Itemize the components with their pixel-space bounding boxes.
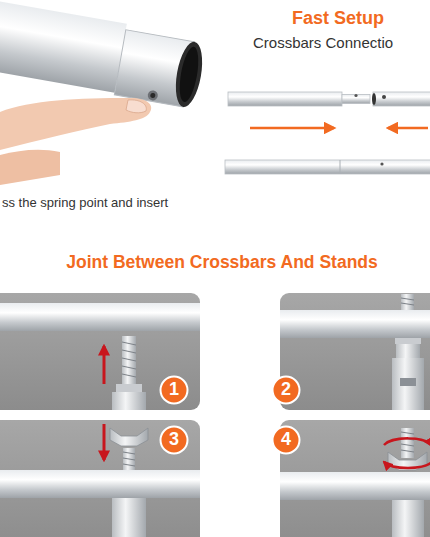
crossbar-tubes-part xyxy=(382,95,386,99)
callout-number: 2 xyxy=(271,375,301,400)
callout-number: 3 xyxy=(159,425,189,450)
crossbar-tubes-part xyxy=(228,92,342,106)
step-panel-part xyxy=(103,346,106,384)
step-panel-part xyxy=(112,498,146,537)
callout-number: 1 xyxy=(159,375,189,400)
step-panel-part xyxy=(122,342,136,377)
tube-photo-part xyxy=(176,45,201,103)
step-panel-part xyxy=(400,378,416,386)
step-panel-part xyxy=(392,500,424,537)
callout-circle: 1 xyxy=(159,375,189,405)
tube-photo-part xyxy=(147,90,159,102)
finger-part xyxy=(126,100,146,113)
step-panel-part xyxy=(103,424,106,460)
step-panel-part xyxy=(0,303,200,331)
step-panel-part xyxy=(112,392,146,410)
crossbar-tubes-part xyxy=(340,160,341,174)
crossbar-tubes-part xyxy=(354,94,357,97)
step-panel-part xyxy=(384,462,430,468)
step-panel xyxy=(280,420,430,537)
step-panel-part xyxy=(280,420,430,537)
crossbar-tubes-part xyxy=(342,95,370,104)
step-panel-part xyxy=(401,294,414,310)
step-panel-part xyxy=(280,472,430,500)
callout-circle: 2 xyxy=(271,375,301,405)
step-panel-part xyxy=(401,432,414,452)
step-panel xyxy=(0,293,200,410)
callout-circle: 3 xyxy=(159,425,189,455)
step-panel-part xyxy=(384,438,430,446)
step-panel-part xyxy=(0,293,200,410)
step-panel-part xyxy=(122,336,136,386)
crossbar-tubes-part xyxy=(225,160,430,174)
step-panel xyxy=(0,420,200,537)
step-panel-part xyxy=(401,298,414,305)
step-panel-part xyxy=(280,293,430,410)
crossbar-tubes-part xyxy=(388,127,428,130)
step-panel-part xyxy=(280,310,430,338)
callout-number: 4 xyxy=(271,425,301,450)
step-panel-part xyxy=(0,470,200,498)
finger-part xyxy=(0,98,151,150)
crossbar-tubes xyxy=(225,92,430,174)
tube-photo xyxy=(0,0,208,109)
step-panel-part xyxy=(110,428,148,446)
section-heading: Joint Between Crossbars And Stands xyxy=(66,252,378,272)
step-panel-part xyxy=(0,420,200,537)
step-panel-part xyxy=(401,428,414,458)
crossbar-tubes-part xyxy=(250,127,334,130)
tube-photo-part xyxy=(150,93,156,99)
step-panel-part xyxy=(123,448,135,470)
finger-part xyxy=(0,150,60,185)
crossbar-tubes-part xyxy=(380,162,383,165)
step-panel-part xyxy=(395,338,421,344)
crossbar-tubes-part xyxy=(373,92,430,106)
step-panel-part xyxy=(123,452,135,466)
crossbar-tubes-part xyxy=(372,93,376,105)
tube-photo-part xyxy=(0,0,127,93)
section-heading: Fast Setup xyxy=(292,8,384,29)
callout-circle: 4 xyxy=(271,425,301,455)
step-panel-part xyxy=(116,384,142,392)
step-panel xyxy=(280,293,430,410)
finger xyxy=(0,98,151,185)
step-panel-part xyxy=(396,344,420,358)
instruction-text: ss the spring point and insert xyxy=(2,196,168,211)
section-subheading: Crossbars Connectio xyxy=(253,34,393,51)
tube-photo-part xyxy=(171,40,206,109)
step-panel-part xyxy=(392,358,424,410)
